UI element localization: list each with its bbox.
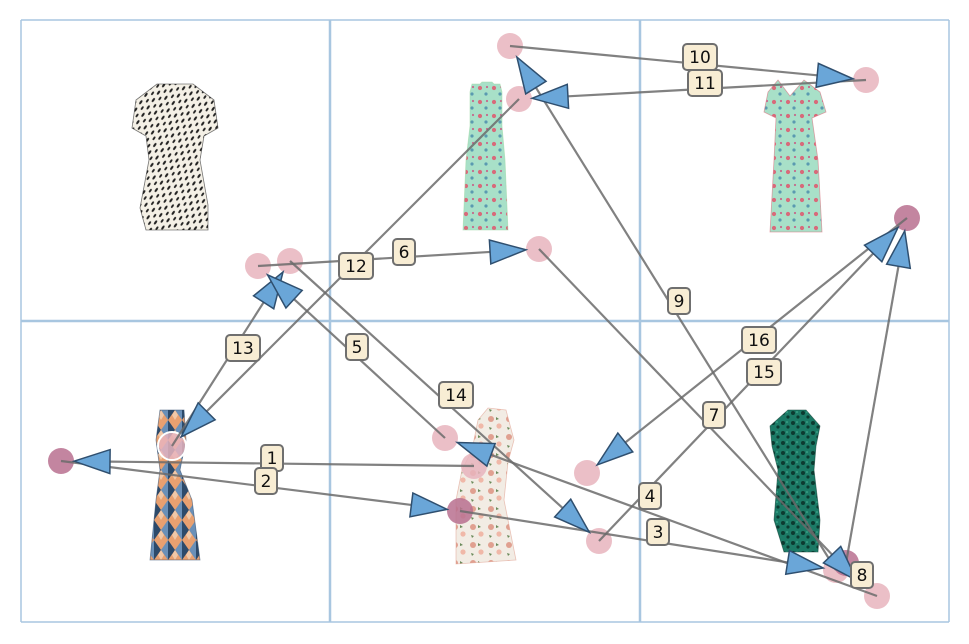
- step-label-3: 3: [646, 518, 670, 546]
- step-label-7: 7: [702, 401, 726, 429]
- step-label-text: 16: [748, 331, 770, 351]
- step-label-text: 2: [261, 472, 272, 492]
- black-white-spotted-dress: [131, 83, 219, 231]
- step-label-box: [667, 287, 691, 315]
- step-label-6: 6: [392, 238, 416, 266]
- arrow-line: [293, 298, 446, 439]
- arrowhead: [595, 431, 635, 467]
- waypoint-dot: [574, 460, 600, 486]
- arrow-line: [844, 266, 900, 564]
- arrowhead: [71, 448, 111, 475]
- arrowhead: [822, 545, 859, 583]
- step-label-11: 11: [687, 69, 723, 97]
- arrowhead: [553, 497, 592, 534]
- step-label-box: [254, 467, 278, 495]
- step-label-text: 1: [267, 449, 278, 469]
- step-label-15: 15: [746, 358, 782, 386]
- arrow-line: [538, 248, 833, 556]
- step-label-10: 10: [682, 43, 718, 71]
- arrow-line: [60, 459, 412, 506]
- arrowhead: [515, 55, 548, 96]
- step-label-box: [338, 252, 374, 280]
- arrow-line: [459, 509, 788, 564]
- arrow-line: [289, 260, 564, 509]
- step-label-12: 12: [338, 252, 374, 280]
- step-label-box: [638, 482, 662, 510]
- step-label-text: 8: [857, 566, 868, 586]
- step-label-16: 16: [741, 326, 777, 354]
- step-label-text: 6: [399, 243, 410, 263]
- step-label-box: [687, 69, 723, 97]
- arrowhead: [409, 491, 450, 518]
- waypoint-dot: [447, 498, 473, 524]
- arrowhead: [815, 62, 856, 89]
- step-label-box: [741, 326, 777, 354]
- step-label-text: 7: [709, 406, 720, 426]
- waypoint-ring: [157, 431, 187, 461]
- step-label-text: 10: [689, 48, 711, 68]
- step-label-1: 1: [260, 444, 284, 472]
- step-label-4: 4: [638, 482, 662, 510]
- arrowhead: [454, 441, 497, 468]
- step-label-5: 5: [345, 333, 369, 361]
- step-label-box: [850, 561, 874, 589]
- step-label-box: [438, 381, 474, 409]
- arrow-line: [490, 453, 878, 598]
- arrowhead: [885, 228, 912, 270]
- grid-lines: [20, 19, 950, 623]
- arrowhead: [529, 83, 570, 110]
- dress-images: [131, 79, 827, 565]
- step-label-text: 4: [645, 487, 656, 507]
- arrow-line: [171, 301, 265, 447]
- arrow-line: [109, 460, 475, 468]
- step-label-text: 13: [232, 339, 254, 359]
- mint-floral-wrap-dress: [763, 79, 827, 233]
- arrowheads: [71, 55, 912, 583]
- teal-print-dress: [769, 409, 821, 553]
- step-label-text: 15: [753, 363, 775, 383]
- arrow-line: [509, 44, 818, 77]
- step-label-box: [345, 333, 369, 361]
- arrow-line: [534, 87, 837, 571]
- white-floral-dress: [455, 407, 517, 565]
- arrowhead: [488, 238, 529, 266]
- step-label-text: 12: [345, 257, 367, 277]
- step-label-box: [392, 238, 416, 266]
- step-label-text: 5: [352, 338, 363, 358]
- step-label-2: 2: [254, 467, 278, 495]
- step-label-box: [746, 358, 782, 386]
- step-label-8: 8: [850, 561, 874, 589]
- step-label-13: 13: [225, 334, 261, 362]
- arrowhead: [265, 273, 304, 310]
- arrow-line: [257, 250, 491, 268]
- step-label-text: 11: [694, 74, 716, 94]
- step-label-text: 3: [653, 523, 664, 543]
- step-label-14: 14: [438, 381, 474, 409]
- step-label-text: 9: [674, 292, 685, 312]
- step-label-text: 14: [445, 386, 467, 406]
- mint-slip-dress: [462, 81, 509, 231]
- step-label-box: [646, 518, 670, 546]
- step-label-box: [702, 401, 726, 429]
- arrowhead: [863, 225, 900, 264]
- step-label-box: [225, 334, 261, 362]
- arrowhead: [784, 549, 826, 576]
- arrowhead: [179, 401, 217, 439]
- step-label-9: 9: [667, 287, 691, 315]
